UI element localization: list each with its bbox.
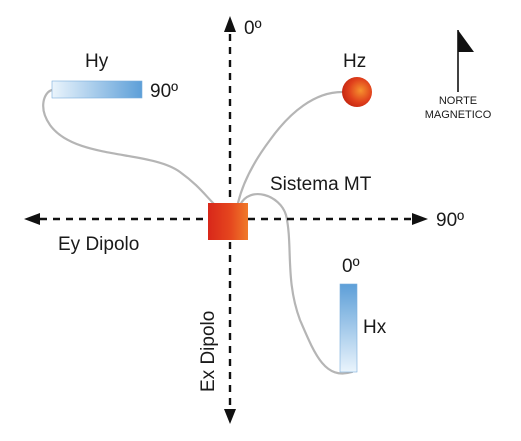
mt-system-unit: Sistema MT	[208, 174, 372, 240]
hz-sensor-ball	[342, 77, 372, 107]
hy-angle-label: 90º	[150, 81, 178, 102]
north-label-line2: MAGNETICO	[425, 109, 492, 121]
hx-magnetometer: 0º Hx	[339, 256, 387, 373]
north-label-line1: NORTE	[439, 95, 477, 107]
west-arrowhead	[24, 213, 40, 225]
hz-magnetometer: Hz	[342, 51, 372, 107]
hy-magnetometer: Hy 90º	[51, 51, 178, 102]
east-angle-label: 90º	[436, 210, 464, 231]
magnetic-north-indicator: NORTE MAGNETICO	[425, 30, 492, 121]
south-arrowhead	[224, 409, 236, 424]
mt-system-label: Sistema MT	[270, 174, 372, 195]
ex-dipole-label: Ex Dipolo	[198, 311, 219, 392]
north-flag-icon	[458, 30, 474, 52]
mt-system-box	[208, 203, 248, 240]
hy-sensor-bar	[51, 80, 143, 99]
hy-cable	[42, 88, 217, 207]
north-arrowhead	[224, 16, 236, 32]
hx-sensor-bar	[339, 283, 358, 373]
ey-dipole-label: Ey Dipolo	[58, 234, 139, 255]
hx-angle-label: 0º	[342, 256, 360, 277]
hx-cable	[238, 193, 354, 375]
cables	[42, 88, 354, 375]
east-arrowhead	[412, 213, 428, 225]
hz-cable	[236, 90, 344, 205]
hx-label: Hx	[363, 317, 387, 338]
hy-label: Hy	[85, 51, 109, 72]
north-angle-label: 0º	[244, 18, 262, 39]
hz-label: Hz	[343, 51, 366, 72]
